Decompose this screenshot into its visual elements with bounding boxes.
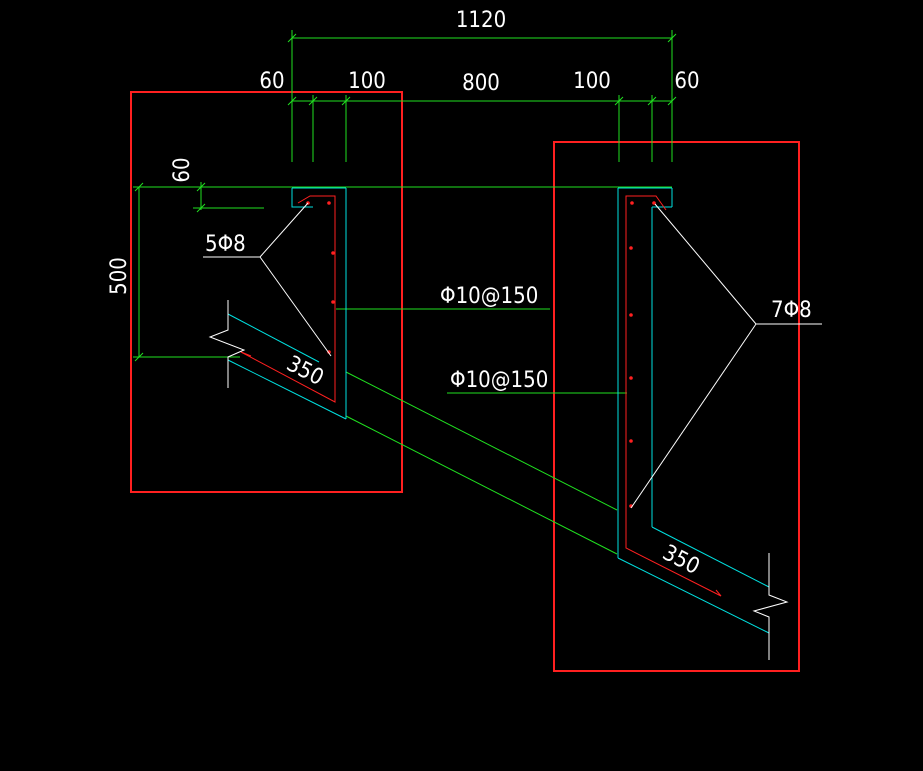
right-detail-frame [553, 141, 800, 672]
callout-left-bars: 5Φ8 [205, 232, 246, 257]
dim-left-cover-text: 60 [259, 69, 284, 94]
dim-overall-text: 1120 [456, 8, 506, 33]
rebar [240, 195, 722, 597]
callout-left-stirrup: Φ10@150 [440, 284, 538, 309]
dimension-lines [133, 30, 677, 555]
dim-right-wall-text: 100 [573, 69, 611, 94]
dim-span-text: 800 [462, 71, 500, 96]
dim-left-wall-text: 100 [348, 69, 386, 94]
rebar-dots [306, 201, 656, 508]
concrete-outline [227, 187, 770, 634]
leader-lines [203, 202, 822, 660]
dim-right-cover-text: 60 [674, 69, 699, 94]
dim-right-thickness-text: 350 [658, 540, 703, 579]
callout-right-bars: 7Φ8 [771, 298, 812, 323]
callout-right-stirrup: Φ10@150 [450, 368, 548, 393]
left-detail-frame [130, 91, 403, 493]
dim-left-thickness-text: 350 [282, 351, 327, 390]
dim-top-depth-text: 60 [170, 157, 195, 182]
dim-height-text: 500 [107, 257, 132, 295]
